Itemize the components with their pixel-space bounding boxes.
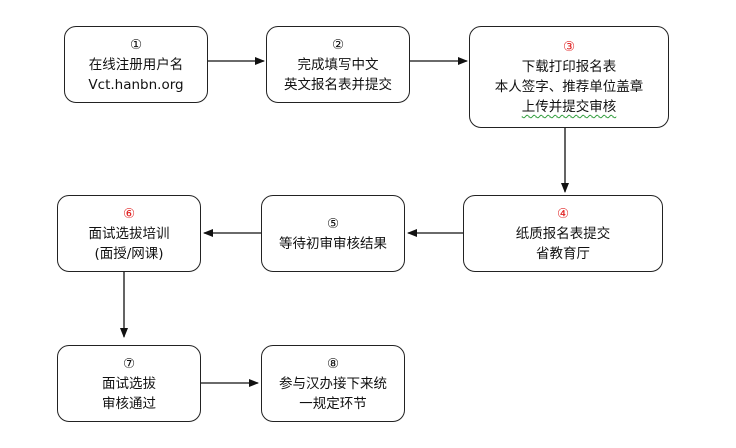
step-5-box: ⑤ 等待初审审核结果 — [261, 195, 405, 272]
step-8-number: ⑧ — [326, 355, 340, 372]
step-5-line-1: 等待初审审核结果 — [279, 235, 387, 252]
step-1-line-1: 在线注册用户名 — [88, 56, 184, 73]
step-5-number: ⑤ — [326, 215, 340, 232]
step-2-number: ② — [331, 36, 345, 53]
step-4-line-2: 省教育厅 — [536, 245, 590, 262]
step-4-line-1: 纸质报名表提交 — [515, 225, 611, 242]
step-7-box: ⑦ 面试选拔 审核通过 — [57, 345, 201, 422]
step-3-number: ③ — [562, 39, 576, 55]
step-8-line-1: 参与汉办接下来统 — [279, 375, 387, 392]
step-6-box: ⑥ 面试选拔培训 (面授/网课) — [57, 195, 201, 272]
step-7-number: ⑦ — [122, 355, 136, 372]
step-6-line-1: 面试选拔培训 — [88, 225, 170, 242]
step-8-box: ⑧ 参与汉办接下来统 一规定环节 — [261, 345, 405, 422]
step-3-line-3: 上传并提交审核 — [521, 99, 617, 115]
step-3-line-2: 本人签字、推荐单位盖章 — [494, 79, 644, 95]
step-1-box: ① 在线注册用户名 Vct.hanbn.org — [64, 26, 208, 103]
step-8-line-2: 一规定环节 — [299, 395, 367, 412]
step-6-number: ⑥ — [122, 205, 136, 222]
step-1-number: ① — [129, 36, 143, 53]
step-3-box: ③ 下载打印报名表 本人签字、推荐单位盖章 上传并提交审核 — [469, 26, 669, 128]
step-2-box: ② 完成填写中文 英文报名表并提交 — [266, 26, 410, 103]
step-3-line-1: 下载打印报名表 — [521, 59, 617, 75]
step-7-line-2: 审核通过 — [102, 395, 156, 412]
step-7-line-1: 面试选拔 — [102, 375, 156, 392]
step-2-line-1: 完成填写中文 — [297, 56, 379, 73]
step-6-line-2: (面授/网课) — [94, 245, 164, 262]
step-2-line-2: 英文报名表并提交 — [284, 76, 392, 93]
step-4-number: ④ — [556, 205, 570, 222]
step-4-box: ④ 纸质报名表提交 省教育厅 — [463, 195, 663, 272]
step-1-line-2: Vct.hanbn.org — [88, 76, 184, 93]
